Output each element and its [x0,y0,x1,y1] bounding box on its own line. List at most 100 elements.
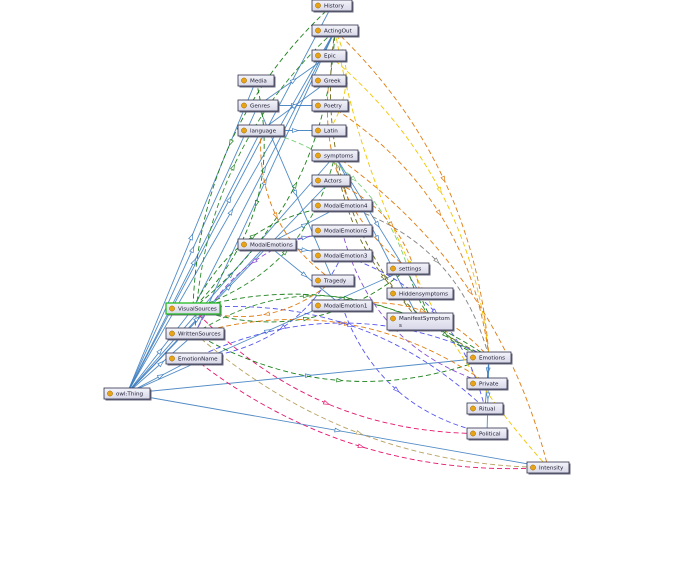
class-node-modal4[interactable]: ModalEmotion4 [311,199,374,213]
relation-arrow [393,386,400,393]
class-node-label: Ritual [479,407,496,413]
class-node-language[interactable]: language [237,124,286,138]
class-node-genres[interactable]: Genres [237,99,280,113]
relation-arrow [355,430,363,435]
relation-arrow [322,400,331,405]
class-icon [315,2,321,9]
class-icon [315,277,321,284]
class-node-hiddensymptoms[interactable]: Hiddensymptoms [386,287,455,301]
class-node-modalemotions[interactable]: ModalEmotions [237,238,298,252]
class-node-label: ActingOut [324,29,353,35]
relation-edge-visualsources-modal4[interactable] [192,205,343,309]
class-node-label: EmotionName [178,357,218,363]
relation-arrow [343,295,351,301]
relation-arrow [291,181,298,189]
class-node-visualsources[interactable]: VisualSources [165,302,222,316]
relation-edge-writtensources-manifestsymptoms[interactable] [194,295,421,334]
class-node-intensity[interactable]: Intensity [526,461,571,475]
class-icon [169,305,175,312]
relation-arrow [441,331,449,338]
relation-edge-modal3-ritual[interactable] [341,255,486,409]
class-node-label: Actors [324,179,342,185]
class-icon [315,302,321,309]
subclass-arrow [225,283,232,291]
class-node-settings[interactable]: settings [386,262,431,276]
class-icon [470,430,476,437]
class-node-latin[interactable]: Latin [311,124,348,138]
subclass-arrow [188,233,194,241]
relation-edge-modal1-political[interactable] [341,305,488,434]
class-node-label: Hiddensymptoms [399,292,448,298]
class-node-ritual[interactable]: Ritual [466,402,505,416]
class-node-label: language [250,129,277,135]
relation-arrow [346,322,355,327]
class-node-actingout[interactable]: ActingOut [311,24,360,38]
class-icon [241,102,247,109]
class-node-symptoms[interactable]: symptoms [311,149,360,163]
class-icon [107,390,113,397]
class-icon [390,315,396,322]
class-node-writtensources[interactable]: WrittenSources [165,327,226,341]
subclass-arrow [292,128,300,133]
relation-arrow [380,274,387,281]
relation-edge-actingout-intensity[interactable] [334,30,549,468]
class-icon [470,405,476,412]
subclass-arrow [157,360,165,368]
class-node-label: Greek [324,79,341,85]
class-node-label: symptoms [324,154,353,160]
class-node-political[interactable]: Political [466,427,509,441]
class-icon [390,290,396,297]
relation-arrow [433,257,440,264]
class-node-emotionname[interactable]: EmotionName [165,352,224,366]
class-node-label: settings [399,267,421,273]
class-node-label: Private [479,382,499,388]
class-node-label: Genres [250,104,270,110]
relation-arrow [254,200,260,208]
class-node-modal3[interactable]: ModalEmotion3 [311,249,374,263]
class-node-owlthing[interactable]: owl:Thing [103,387,152,401]
subclass-arrow [292,189,298,197]
class-node-emotions[interactable]: Emotions [466,351,513,365]
class-node-actors[interactable]: Actors [311,174,352,188]
subclass-arrow [300,223,309,229]
class-node-tragedy[interactable]: Tragedy [311,274,356,288]
class-icon [315,177,321,184]
class-icon [315,52,321,59]
class-node-label: History [324,4,345,10]
relation-edge-language-tragedy[interactable] [260,130,334,281]
class-node-history[interactable]: History [311,0,354,13]
relation-arrow [440,175,446,183]
class-node-media[interactable]: Media [237,74,276,88]
subclass-arrow [226,195,232,204]
class-node-modal5[interactable]: ModalEmotion5 [311,224,374,238]
relation-edge-emotionname-intensity[interactable] [193,358,549,470]
class-node-label: Media [250,79,267,85]
class-icon [169,330,175,337]
relation-arrow [436,186,442,194]
relation-arrow [302,293,310,299]
relation-arrow [435,209,442,217]
class-node-label: ModalEmotions [250,243,293,249]
class-node-poetry[interactable]: Poetry [311,99,350,113]
hierarchy-edges [126,5,549,468]
class-node-epic[interactable]: Epic [311,49,348,63]
class-node-private[interactable]: Private [466,377,509,391]
subclass-arrow [156,374,165,380]
relation-arrow [336,377,344,383]
class-node-label: owl:Thing [116,392,143,398]
relation-edge-visualsources-ritual[interactable] [192,306,486,409]
class-icon [315,152,321,159]
class-node-modal1[interactable]: ModalEmotion1 [311,299,374,313]
class-node-greek[interactable]: Greek [311,74,348,88]
class-icon [315,252,321,259]
subclass-arrow [227,208,234,216]
class-icon [315,102,321,109]
relation-edge-modal4-emotions[interactable] [341,205,490,358]
relation-edge-symptoms-emotions[interactable] [334,155,490,358]
relation-arrow [250,257,258,264]
relation-arrow [228,138,234,147]
relation-arrow [302,316,311,322]
